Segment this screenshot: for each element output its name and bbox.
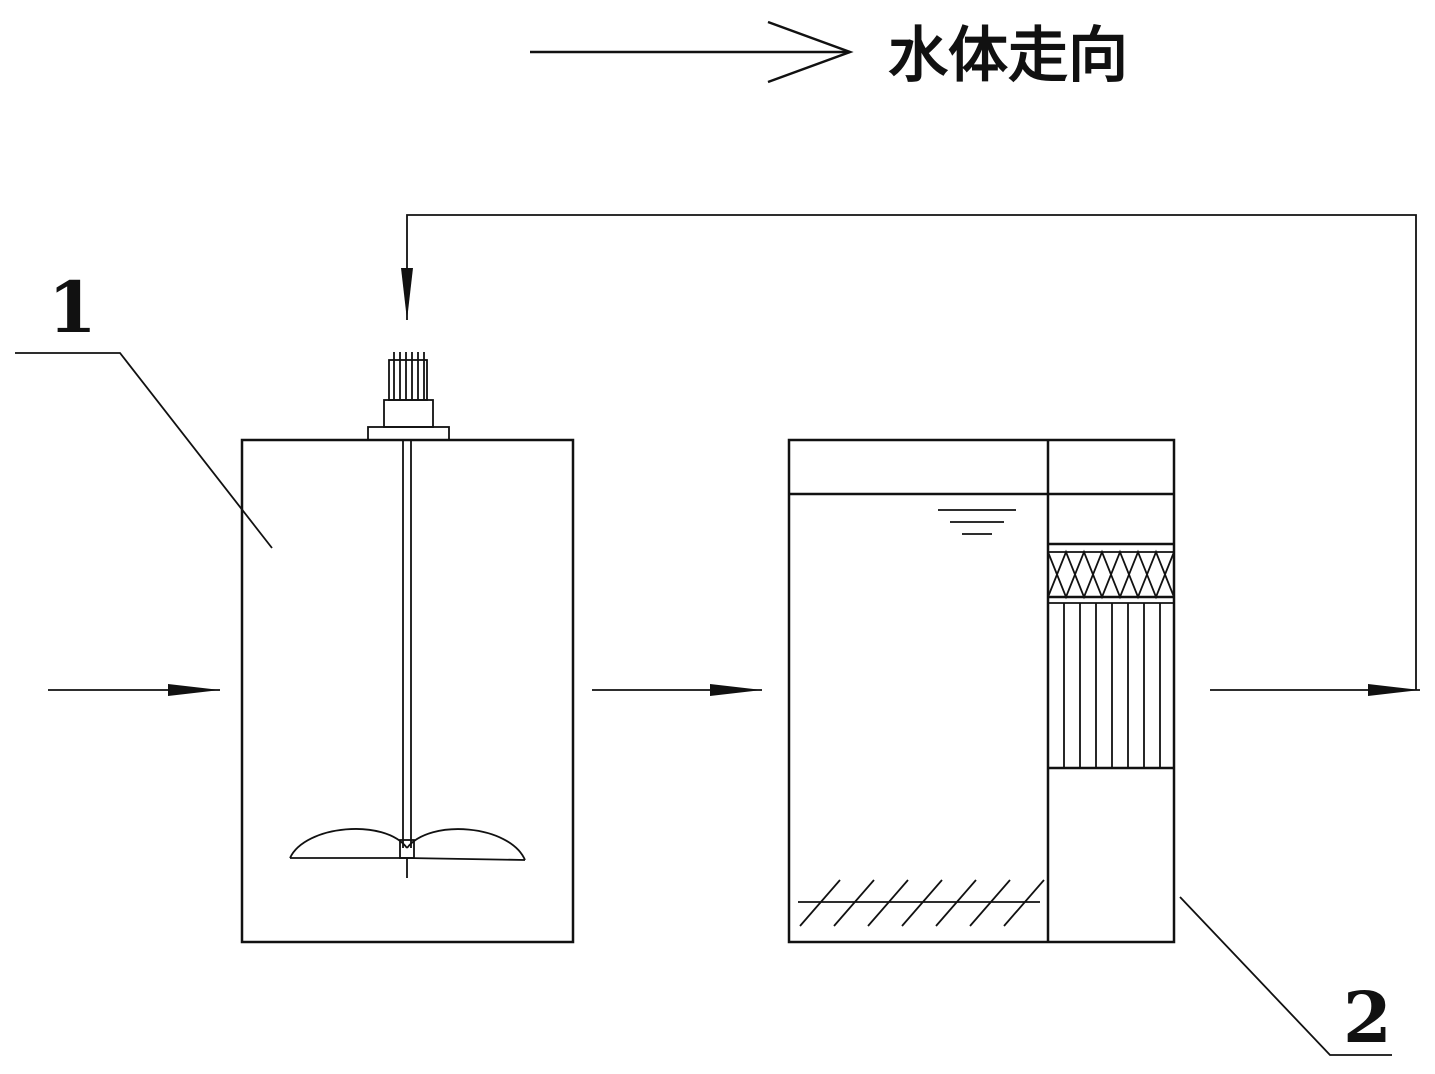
label-unit-one: 1 [48, 266, 97, 349]
stirrer-shaft [399, 440, 415, 878]
filter-crosshatch-layer [1047, 542, 1175, 600]
legend-arrow-icon [530, 20, 854, 84]
leader-line-unit-one [15, 352, 273, 549]
legend-label: 水体走向 [888, 21, 1128, 91]
inlet-arrow-icon [48, 684, 220, 696]
recirculation-line [401, 214, 1417, 690]
transfer-arrow-icon [592, 684, 762, 696]
water-level-icon [938, 509, 1016, 535]
outlet-arrow-icon [1210, 684, 1420, 696]
leader-line-unit-two [1179, 896, 1392, 1056]
filter-tube-layer [1048, 602, 1174, 770]
settling-tank [787, 438, 1176, 944]
sludge-hatch-icon [798, 879, 1045, 927]
impeller-icon [289, 828, 526, 861]
label-unit-two: 2 [1343, 976, 1392, 1059]
stirrer-motor-icon [367, 352, 450, 441]
